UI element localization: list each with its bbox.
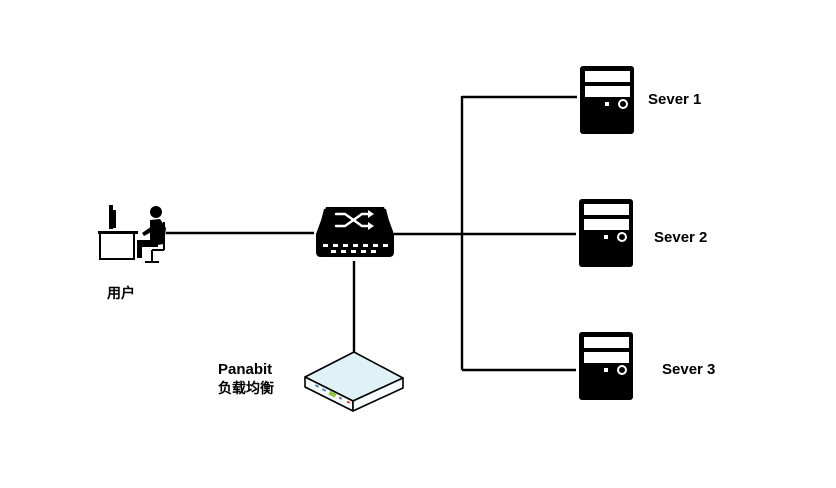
user-label: 用户 — [107, 286, 135, 302]
server-2-label: Sever 2 — [654, 229, 708, 246]
load-balancer-appliance-icon — [304, 351, 404, 412]
server-3-icon — [579, 332, 633, 400]
server-2-icon — [579, 199, 633, 267]
load-balancer-name: Panabit — [218, 361, 273, 378]
user-at-computer-icon — [98, 205, 166, 263]
load-balancer-subtitle: 负载均衡 — [218, 381, 274, 397]
connections — [166, 95, 577, 372]
server-1-label: Sever 1 — [648, 91, 702, 108]
switch-icon — [316, 207, 394, 257]
server-3-label: Sever 3 — [662, 361, 716, 378]
server-1-icon — [580, 66, 634, 134]
